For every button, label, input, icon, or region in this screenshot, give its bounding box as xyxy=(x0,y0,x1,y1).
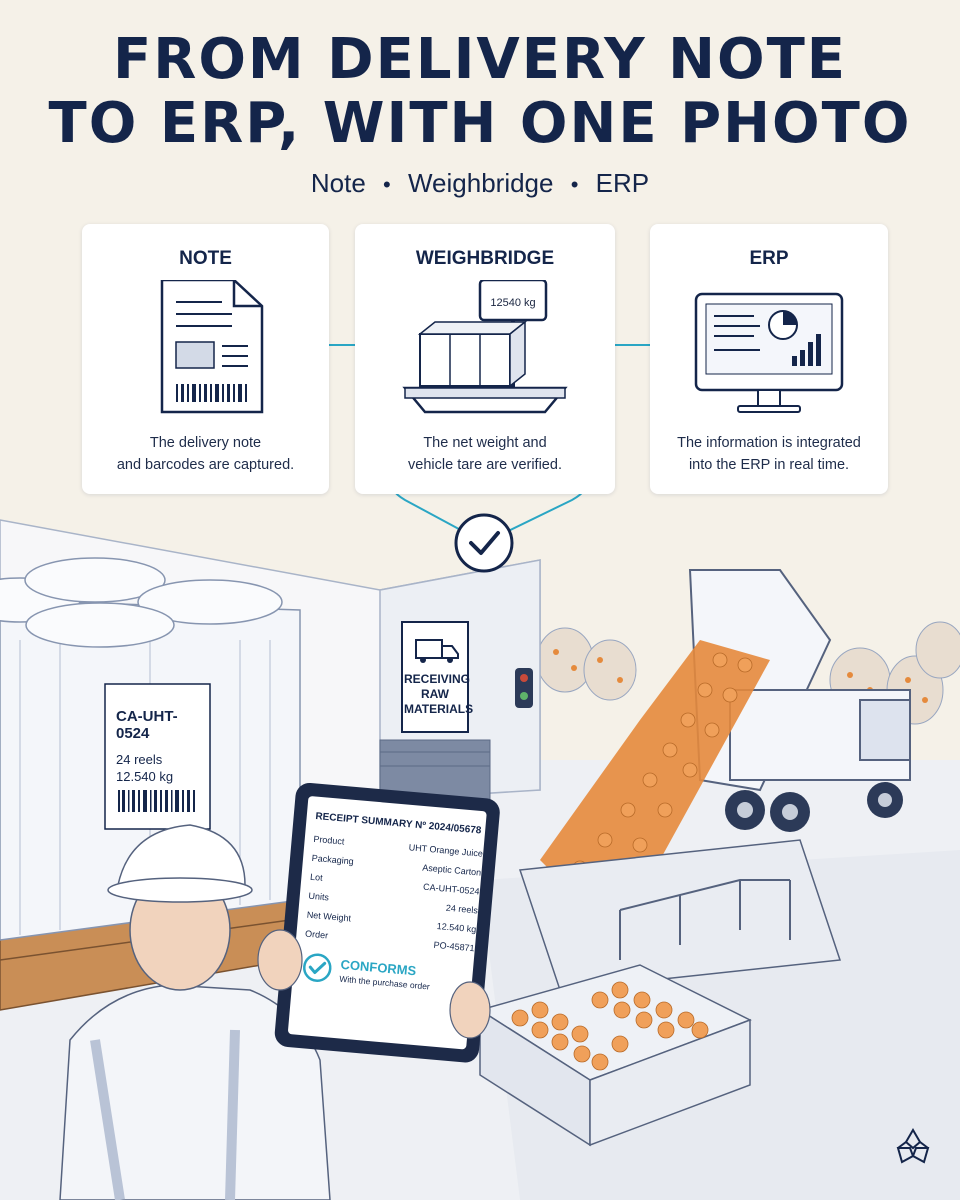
card-note-desc-line2: and barcodes are captured. xyxy=(116,457,295,473)
card-weighbridge-description: The net weight and vehicle tare are veri… xyxy=(365,432,605,476)
receipt-row-value: PO-45871 xyxy=(433,939,475,954)
page-title-line2: TO ERP, WITH ONE PHOTO xyxy=(48,91,912,156)
subtitle-separator: • xyxy=(570,172,579,197)
card-erp-desc-line1: The information is integrated xyxy=(677,435,861,451)
card-weighbridge: WEIGHBRIDGE 12540 kg The net weight and … xyxy=(355,224,615,494)
receipt-row-label: Lot xyxy=(309,871,324,883)
subtitle-separator: • xyxy=(383,172,391,197)
dock-sign-line2: RAW xyxy=(421,687,449,701)
document-barcode-icon xyxy=(160,280,264,414)
card-erp-description: The information is integrated into the E… xyxy=(660,432,878,476)
card-weighbridge-desc-line1: The net weight and xyxy=(423,435,547,451)
conformity-status: CONFORMS With the purchase order xyxy=(301,951,473,996)
dock-sign-line1: RECEIVING xyxy=(404,672,471,686)
label-barcode xyxy=(118,790,195,812)
scale-display-text: 12540 kg xyxy=(490,297,535,309)
pallet-label-code: CA-UHT-0524 xyxy=(116,708,178,742)
flower-logo-icon xyxy=(896,1128,930,1164)
subtitle-item-note: Note xyxy=(310,168,366,198)
card-note-description: The delivery note and barcodes are captu… xyxy=(92,432,319,476)
card-note: NOTE The delivery note and barcodes are … xyxy=(82,224,329,494)
dock-sign: RECEIVING RAW MATERIALS xyxy=(404,672,474,717)
receipt-row-label: Order xyxy=(304,928,329,941)
card-erp-title: ERP xyxy=(749,248,789,269)
pallet-label-weight: 12.540 kg xyxy=(116,769,174,784)
page-title-line1: FROM DELIVERY NOTE xyxy=(112,27,848,92)
subtitle-item-erp: ERP xyxy=(595,168,650,198)
check-badge-icon xyxy=(454,513,514,573)
subtitle-item-weighbridge: Weighbridge xyxy=(407,168,554,198)
card-erp-desc-line2: into the ERP in real time. xyxy=(688,457,850,473)
page-title: FROM DELIVERY NOTE TO ERP, WITH ONE PHOT… xyxy=(0,28,960,156)
dock-sign-line3: MATERIALS xyxy=(404,702,474,716)
card-weighbridge-title: WEIGHBRIDGE xyxy=(415,248,555,269)
truck-icon xyxy=(415,639,459,663)
scale-pallet-icon: 12540 kg xyxy=(402,280,568,414)
subtitle: Note • Weighbridge • ERP xyxy=(0,168,960,199)
pallet-label-qty: 24 reels xyxy=(116,752,163,767)
check-circle-icon xyxy=(303,953,332,982)
pallet-label: CA-UHT-0524 24 reels 12.540 kg xyxy=(116,708,206,784)
card-weighbridge-desc-line2: vehicle tare are verified. xyxy=(408,457,562,473)
card-note-title: NOTE xyxy=(179,248,232,269)
card-note-desc-line1: The delivery note xyxy=(149,435,262,451)
card-erp: ERP The information is integrated into t… xyxy=(650,224,888,494)
receipt-row-label: Units xyxy=(308,890,330,903)
monitor-chart-icon xyxy=(694,292,844,413)
